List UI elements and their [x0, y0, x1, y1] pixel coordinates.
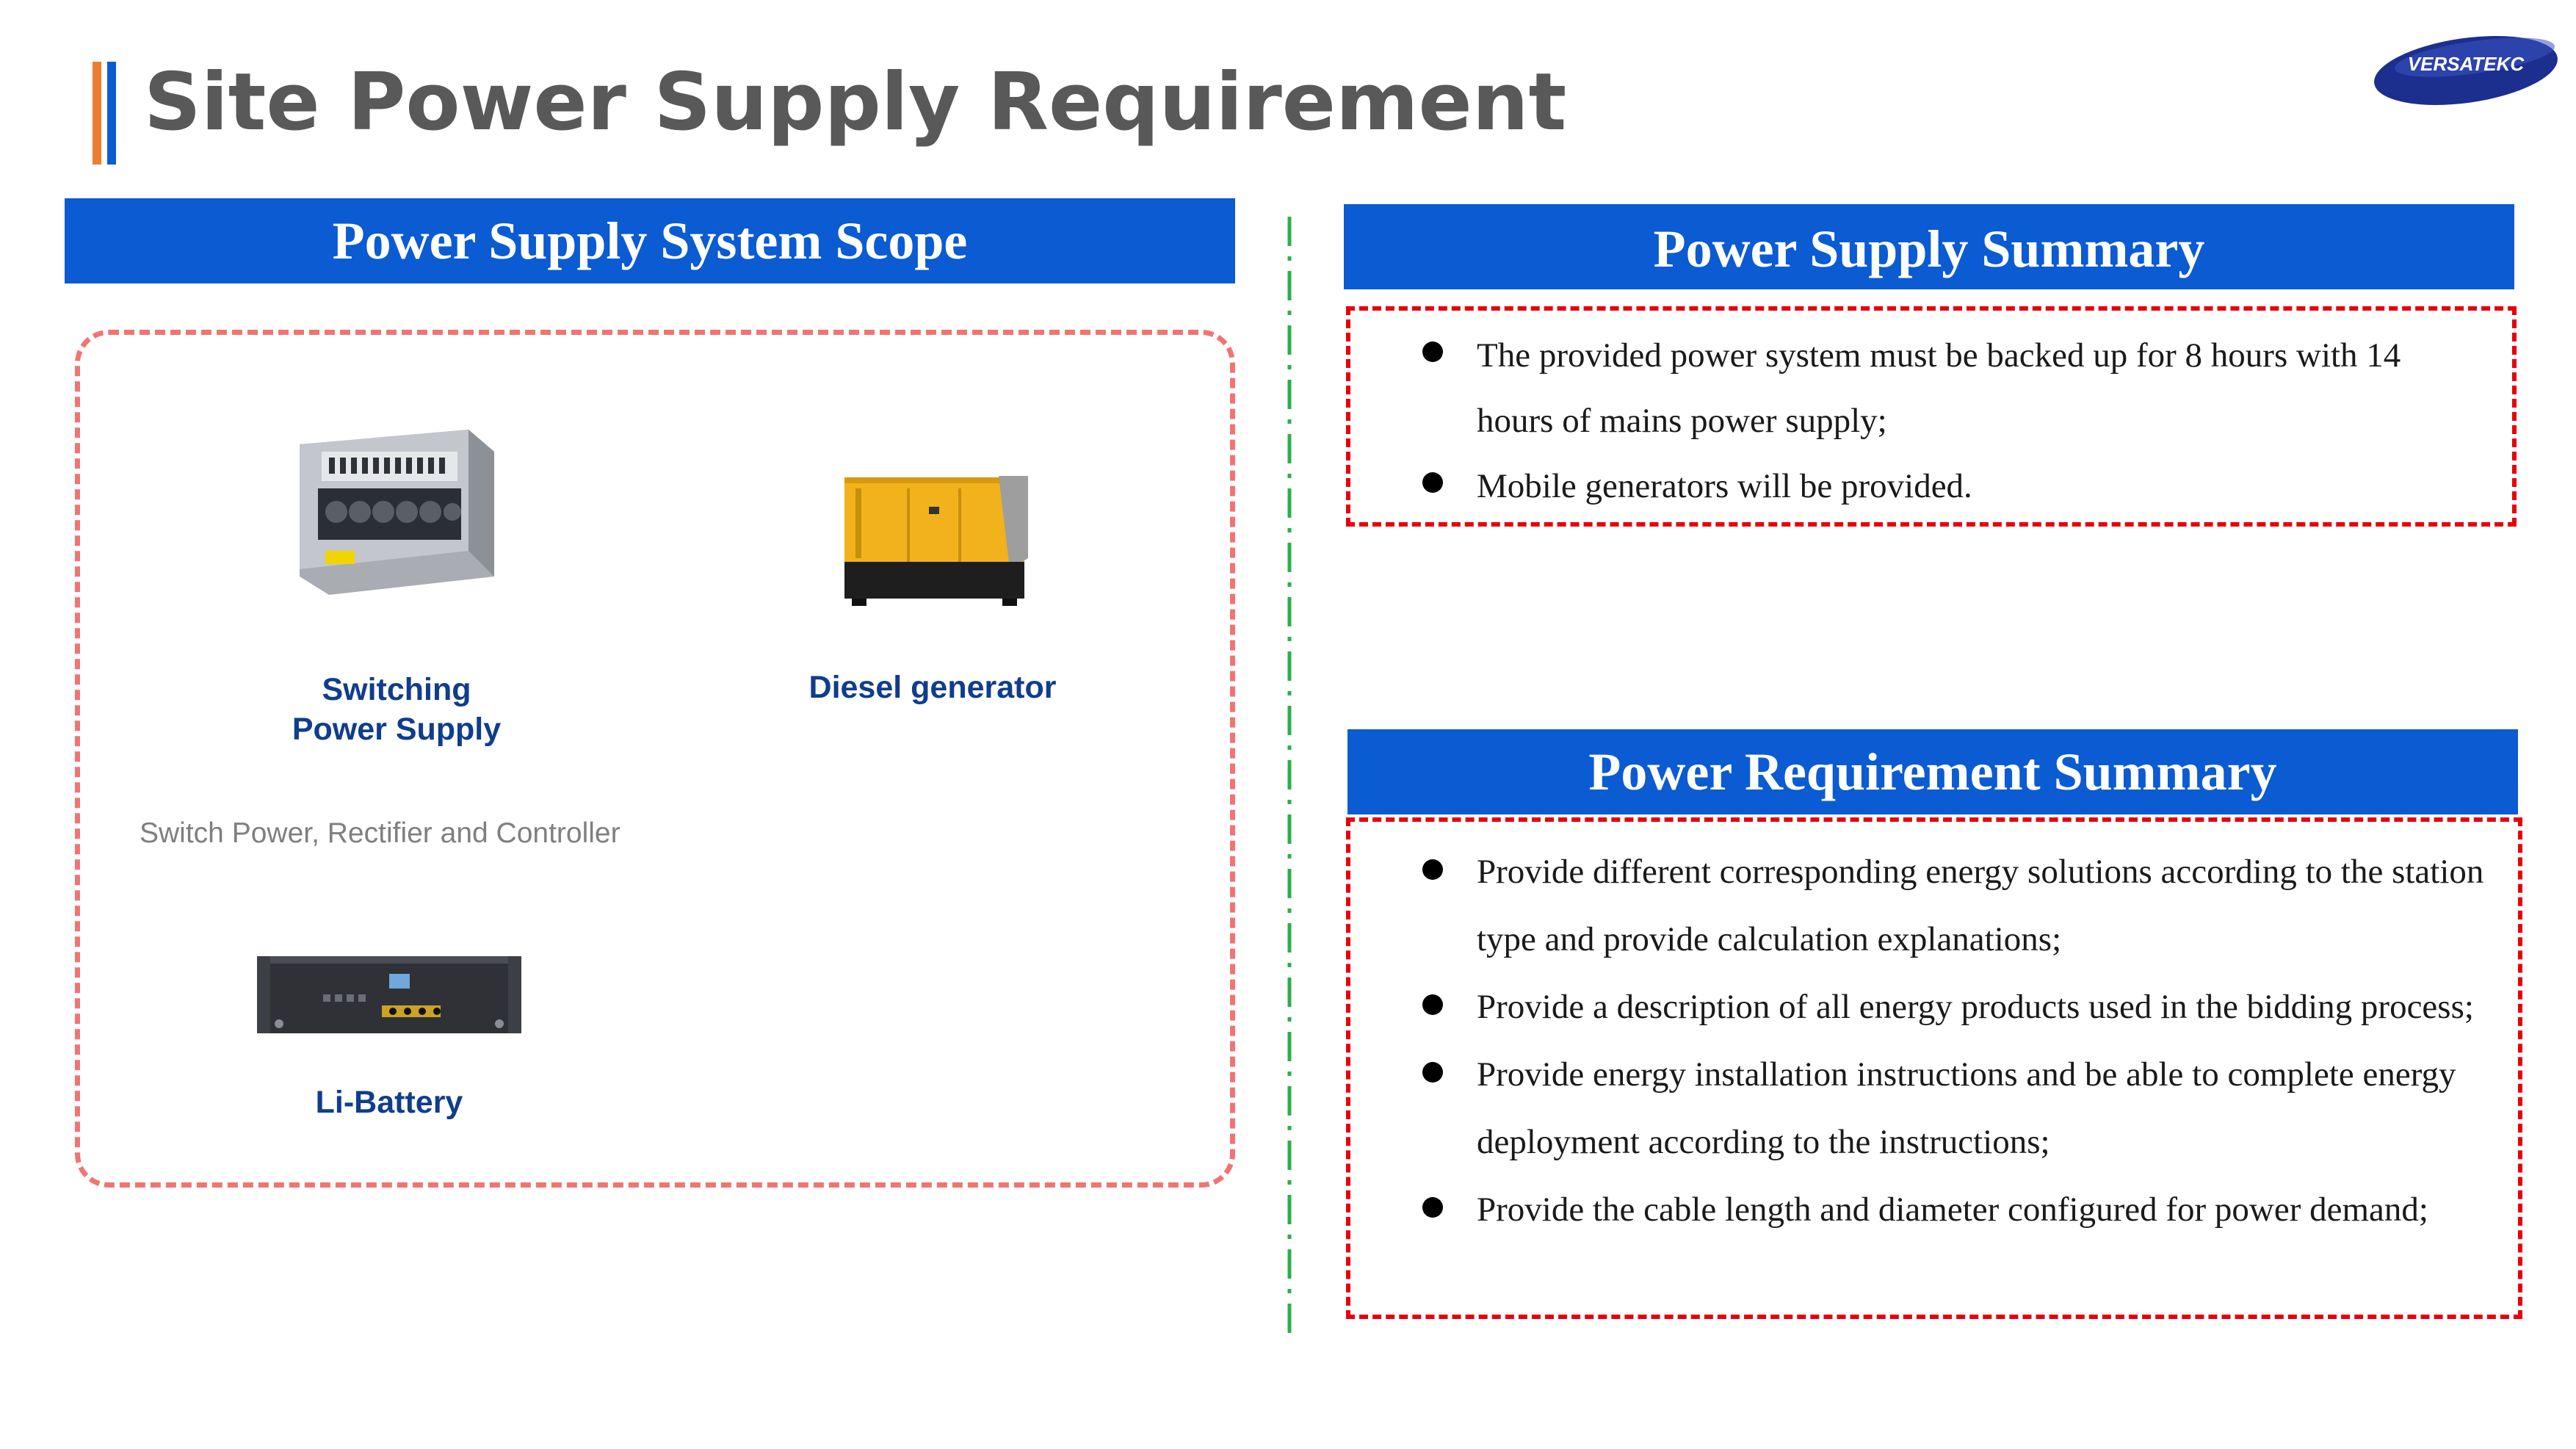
list-item: Mobile generators will be provided. — [1419, 454, 2470, 519]
title-accent-blue — [107, 62, 116, 165]
switching-caption-line2: Power Supply — [292, 712, 502, 747]
power-requirement-summary-box — [1346, 817, 2522, 1319]
bullet-icon — [1422, 472, 1443, 493]
scope-box — [75, 330, 1235, 1188]
list-item: Provide the cable length and diameter co… — [1419, 1176, 2521, 1243]
power-requirement-summary-list: Provide different corresponding energy s… — [1419, 838, 2521, 1243]
list-item: Provide energy installation instructions… — [1419, 1041, 2521, 1176]
bullet-icon — [1422, 859, 1443, 880]
li-battery-caption: Li-Battery — [315, 1085, 463, 1120]
list-item: The provided power system must be backed… — [1419, 323, 2470, 454]
switch-power-description: Switch Power, Rectifier and Controller — [140, 817, 621, 849]
versatekc-logo: VERSATEKC — [2374, 36, 2558, 105]
vertical-divider — [1287, 217, 1292, 1340]
diesel-generator-image — [844, 476, 1028, 606]
bullet-icon — [1422, 994, 1443, 1015]
title-accent-orange — [93, 62, 101, 165]
bullet-icon — [1422, 1062, 1443, 1083]
power-supply-summary-box — [1346, 306, 2517, 527]
power-supply-summary-header: Power Supply Summary — [1344, 204, 2514, 289]
page-title: Site Power Supply Requirement — [144, 57, 1567, 148]
bullet-icon — [1422, 1197, 1443, 1218]
list-item: Provide different corresponding energy s… — [1419, 838, 2521, 973]
scope-header: Power Supply System Scope — [65, 198, 1235, 283]
logo-text: VERSATEKC — [2408, 53, 2525, 75]
power-supply-summary-list: The provided power system must be backed… — [1419, 323, 2470, 519]
switching-power-supply-image — [300, 430, 494, 595]
diesel-generator-caption: Diesel generator — [808, 670, 1057, 705]
power-requirement-summary-header: Power Requirement Summary — [1347, 729, 2518, 814]
li-battery-image — [257, 956, 521, 1033]
switching-caption-line1: Switching — [322, 672, 471, 707]
list-item: Provide a description of all energy prod… — [1419, 973, 2521, 1041]
switching-power-supply-caption: Switching Power Supply — [279, 670, 514, 749]
bullet-icon — [1422, 342, 1443, 362]
